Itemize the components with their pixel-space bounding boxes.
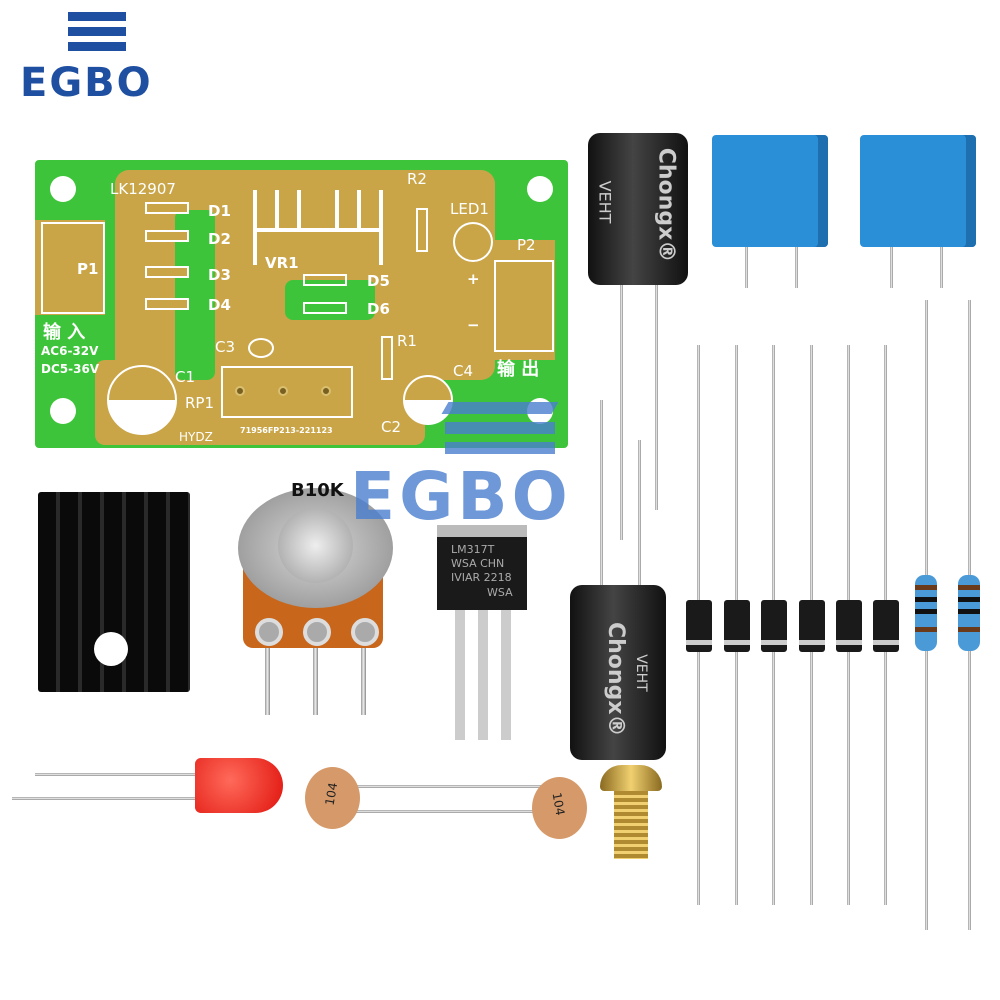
- ceramic-cap-value: 104: [549, 791, 568, 817]
- diode: [836, 600, 862, 652]
- resistor: [915, 575, 937, 651]
- ceramic-capacitor: 104: [305, 767, 360, 829]
- regulator-line3: IVIAR 2218: [451, 571, 512, 584]
- capacitor-series: VEHT: [633, 654, 649, 692]
- electrolytic-capacitor-bottom: Chongx® VEHT: [570, 585, 666, 760]
- input-ac: AC6-32V: [41, 344, 99, 358]
- regulator-line2: WSA CHN: [451, 557, 505, 570]
- screw: [600, 765, 662, 860]
- diode: [686, 600, 712, 652]
- capacitor-brand: Chongx®: [603, 622, 628, 737]
- label-d6: D6: [367, 300, 390, 318]
- logo-text: EGBO: [20, 60, 153, 106]
- label-d2: D2: [208, 230, 231, 248]
- voltage-regulator: LM317T WSA CHN IVIAR 2218 WSA: [437, 525, 527, 610]
- label-p2: P2: [517, 236, 536, 254]
- regulator-line4: WSA: [487, 586, 513, 599]
- brand-logo: EGBO: [20, 12, 175, 106]
- terminal-block: [712, 135, 828, 247]
- label-led1: LED1: [450, 200, 489, 218]
- label-c1: C1: [175, 368, 196, 386]
- diode: [724, 600, 750, 652]
- pcb-serial: 71956FP213-221123: [240, 426, 333, 435]
- ceramic-capacitor: 104: [532, 777, 587, 839]
- output-label: 输 出: [497, 359, 540, 380]
- regulator-line1: LM317T: [451, 543, 495, 556]
- diode: [799, 600, 825, 652]
- potentiometer: B10K: [233, 478, 398, 668]
- label-plus: +: [467, 270, 480, 288]
- heatsink: [38, 492, 190, 692]
- capacitor-series: VEHT: [595, 180, 615, 224]
- label-r2: R2: [407, 170, 427, 188]
- diode: [761, 600, 787, 652]
- label-d3: D3: [208, 266, 231, 284]
- terminal-block: [860, 135, 976, 247]
- watermark-text: EGBO: [350, 458, 572, 535]
- pcb-model: LK12907: [110, 180, 176, 198]
- red-led: [195, 758, 283, 813]
- resistor: [958, 575, 980, 651]
- label-d4: D4: [208, 296, 231, 314]
- label-r1: R1: [397, 332, 417, 350]
- diode: [873, 600, 899, 652]
- ceramic-cap-value: 104: [322, 781, 341, 807]
- pot-value: B10K: [291, 480, 344, 501]
- label-d5: D5: [367, 272, 390, 290]
- pcb-maker: HYDZ: [179, 430, 213, 444]
- capacitor-brand: Chongx®: [653, 147, 679, 263]
- watermark: EGBO: [350, 400, 650, 535]
- label-c3: C3: [215, 338, 236, 356]
- label-d1: D1: [208, 202, 231, 220]
- label-p1: P1: [77, 260, 99, 278]
- label-c2: C2: [381, 418, 402, 436]
- input-dc: DC5-36V: [41, 362, 100, 376]
- input-label: 输 入: [43, 322, 86, 343]
- pcb-board: LK12907 P1 输 入 AC6-32V DC5-36V D1 D2 D3 …: [35, 160, 568, 448]
- label-vr1: VR1: [265, 254, 299, 272]
- label-c4: C4: [453, 362, 474, 380]
- electrolytic-capacitor-top: Chongx® VEHT: [588, 133, 688, 285]
- label-minus: −: [467, 316, 480, 334]
- label-rp1: RP1: [185, 394, 215, 412]
